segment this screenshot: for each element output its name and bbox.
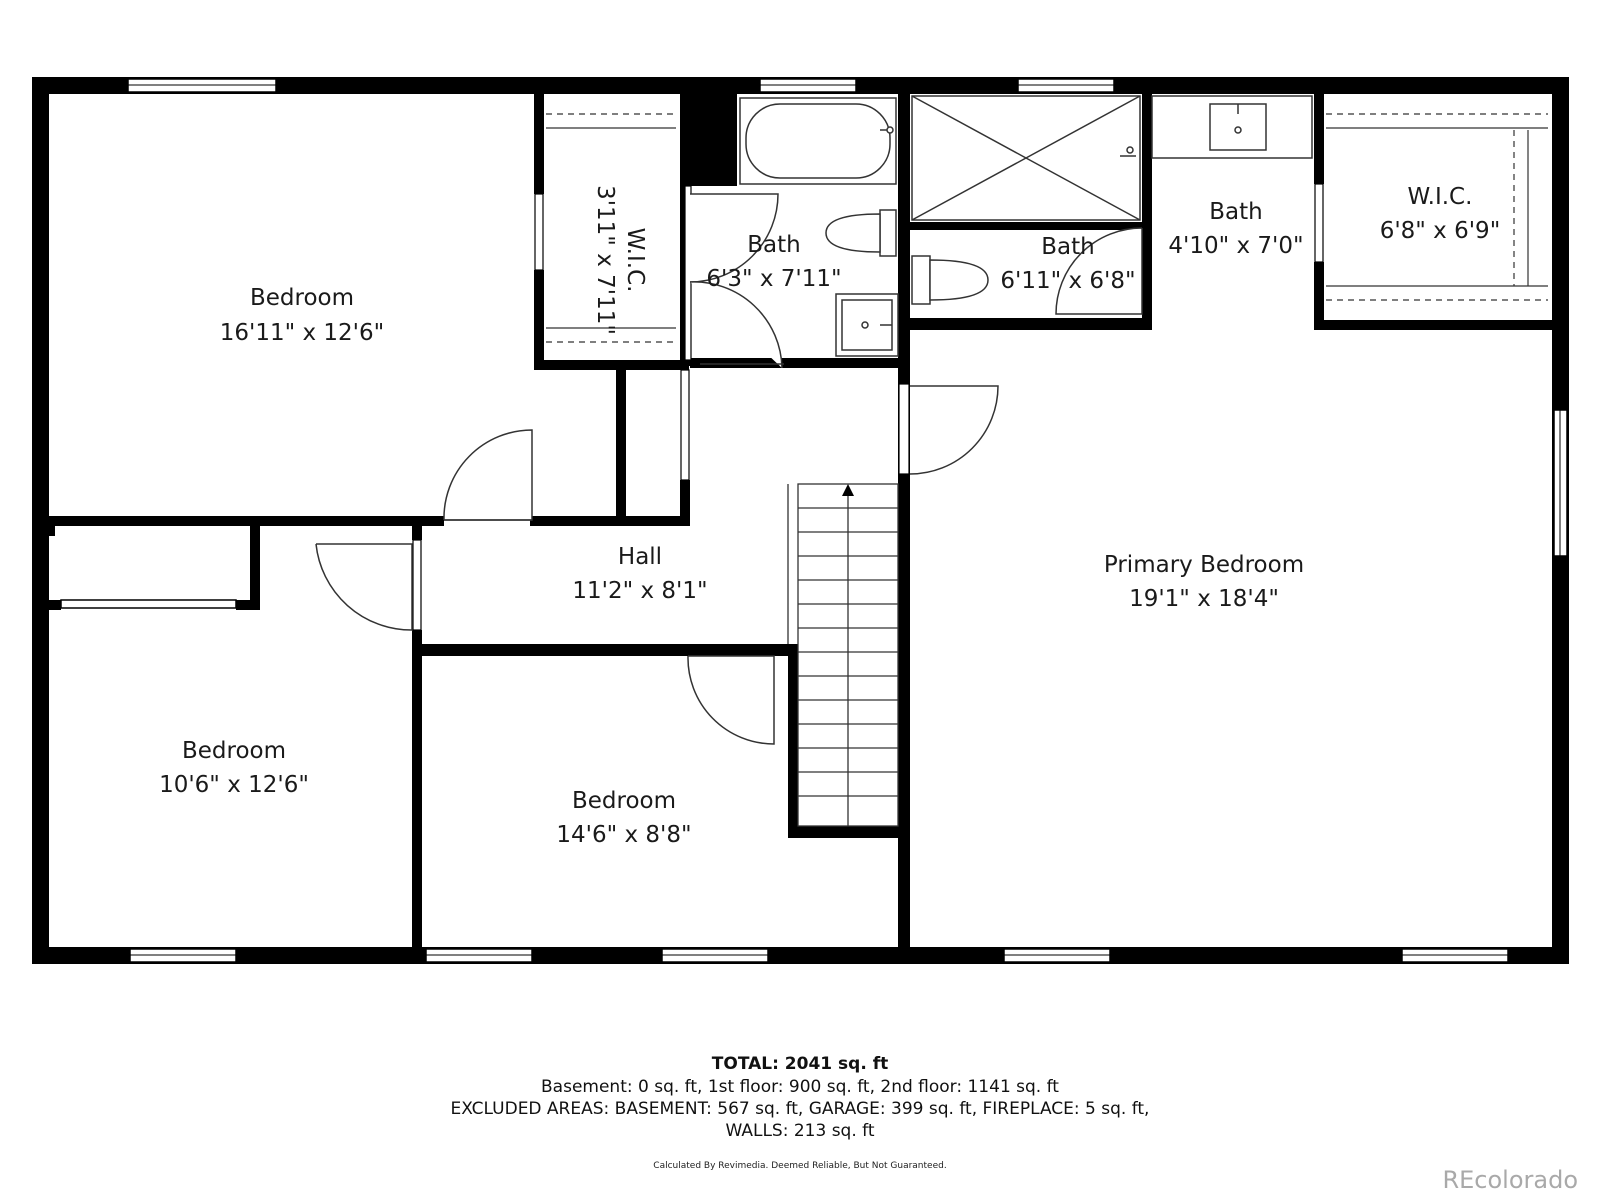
room-label-wic-primary-name: W.I.C. [1408, 184, 1473, 210]
room-label-wic-north-name: W.I.C. [622, 228, 648, 293]
room-label-bath-hall-dims: 6'3" x 7'11" [706, 266, 841, 292]
room-label-wic-north: W.I.C. 3'11" x 7'11" [592, 185, 648, 335]
room-label-wic-north-dims: 3'11" x 7'11" [592, 185, 618, 335]
room-label-hall-dims: 11'2" x 8'1" [572, 578, 707, 604]
excluded-areas: EXCLUDED AREAS: BASEMENT: 567 sq. ft, GA… [450, 1099, 1150, 1119]
room-label-wic-primary-dims: 6'8" x 6'9" [1380, 218, 1501, 244]
toilet-bath [911, 255, 989, 305]
floor-breakdown: Basement: 0 sq. ft, 1st floor: 900 sq. f… [541, 1077, 1059, 1097]
closet-rods [546, 127, 1548, 329]
room-label-bedroom-sw-dims: 10'6" x 12'6" [159, 772, 309, 798]
sink-hall [835, 293, 899, 357]
room-label-bedroom-sw-name: Bedroom [182, 738, 286, 764]
room-label-bath-hall-name: Bath [747, 232, 800, 258]
room-label-bedroom-nw-name: Bedroom [250, 285, 354, 311]
total-area: TOTAL: 2041 sq. ft [711, 1054, 889, 1074]
room-label-hall-name: Hall [618, 544, 662, 570]
room-label-primary-bedroom-dims: 19'1" x 18'4" [1129, 586, 1279, 612]
toilet-hall [825, 209, 897, 257]
doors [315, 193, 1143, 745]
brand-watermark: REcolorado [1442, 1166, 1578, 1194]
room-label-bath-toilet-name: Bath [1041, 234, 1094, 260]
closet-door [60, 599, 237, 609]
stair-arrow-icon [842, 484, 854, 496]
closet-shelves [546, 113, 1548, 343]
room-label-bedroom-south-name: Bedroom [572, 788, 676, 814]
window-sash-lines [128, 84, 1561, 956]
room-label-bath-primary-name: Bath [1209, 199, 1262, 225]
room-label-bath-toilet-dims: 6'11" x 6'8" [1000, 268, 1135, 294]
openings [412, 183, 1324, 631]
room-label-bedroom-nw-dims: 16'11" x 12'6" [220, 320, 384, 346]
room-label-primary-bedroom-name: Primary Bedroom [1104, 552, 1304, 578]
walls-area: WALLS: 213 sq. ft [725, 1121, 875, 1141]
bathtub [739, 97, 897, 185]
disclaimer: Calculated By Revimedia. Deemed Reliable… [653, 1161, 947, 1171]
shower [911, 95, 1141, 221]
room-label-bath-primary-dims: 4'10" x 7'0" [1168, 233, 1303, 259]
sink-primary [1151, 95, 1313, 159]
room-label-bedroom-south-dims: 14'6" x 8'8" [556, 822, 691, 848]
stairs [787, 483, 899, 827]
room-labels: Bedroom 16'11" x 12'6" W.I.C. 3'11" x 7'… [159, 184, 1500, 848]
